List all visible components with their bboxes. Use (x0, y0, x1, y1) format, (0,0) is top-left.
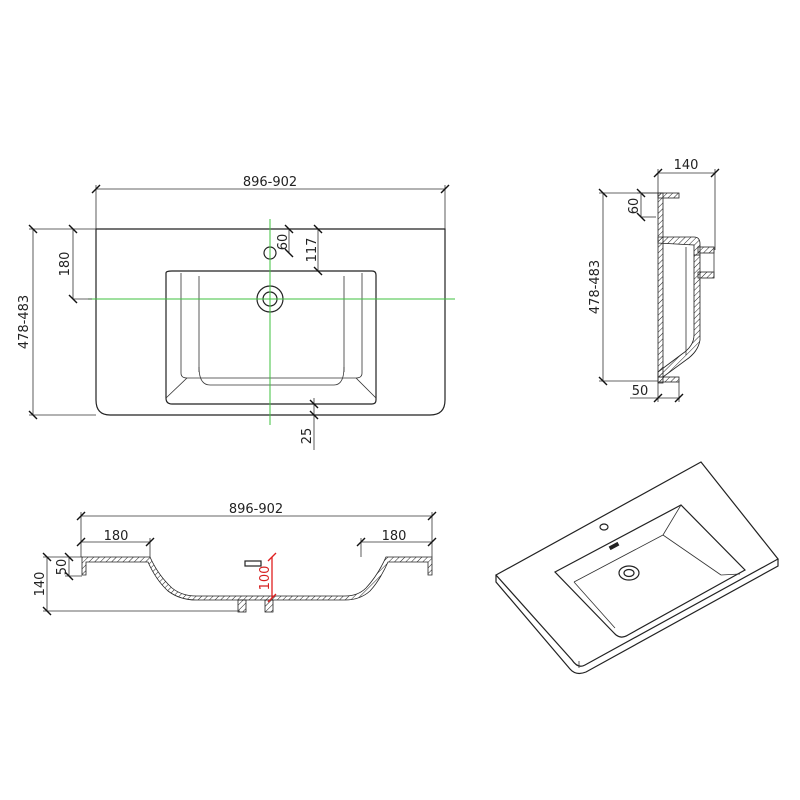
dim-side-overall: 478-483 (588, 188, 658, 386)
label-front-50: 50 (55, 559, 70, 576)
label-depth: 478-483 (17, 295, 32, 349)
dim-front-height: 140 (33, 552, 240, 616)
side-view: 140 60 478-483 50 (588, 158, 720, 403)
dim-front-edge: 50 (55, 552, 82, 581)
iso-bowl (554, 504, 746, 638)
dim-right-shelf: 180 (356, 529, 437, 557)
iso-slab-top (495, 461, 779, 667)
iso-drain-icon (618, 565, 640, 581)
dim-side-lip: 50 (630, 381, 684, 403)
label-width: 896-902 (243, 175, 297, 190)
bowl-wall-section (657, 254, 701, 378)
label-60: 60 (276, 234, 291, 251)
front-section: 896-902 180 180 140 (33, 502, 437, 616)
dim-top-depth: 478-483 (17, 224, 96, 420)
iso-tap-hole-icon (599, 523, 609, 531)
label-100: 100 (258, 566, 273, 591)
dim-bowl-front: 25 (300, 398, 319, 450)
dim-bowl-back: 117 (305, 224, 323, 276)
label-50: 50 (632, 384, 649, 399)
basin-section (81, 556, 433, 601)
bowl-outline (165, 270, 377, 405)
label-140: 140 (674, 158, 699, 173)
label-right-180: 180 (382, 529, 407, 544)
iso-overflow-icon (608, 541, 620, 551)
drain-right-section (264, 599, 274, 613)
dim-side-ledge: 60 (627, 188, 658, 222)
dim-left-shelf: 180 (76, 529, 155, 557)
isometric-view (495, 461, 779, 675)
label-left-180: 180 (104, 529, 129, 544)
dim-drain-offset: 180 (58, 224, 92, 304)
back-wall-section (657, 192, 664, 384)
label-180: 180 (58, 252, 73, 277)
label-front-width: 896-902 (229, 502, 283, 517)
label-25: 25 (300, 428, 315, 445)
overflow-slot (244, 560, 262, 567)
dim-top-width: 896-902 (91, 175, 450, 229)
drain-left-section (237, 599, 247, 613)
label-side-overall: 478-483 (588, 260, 603, 314)
dim-tap-hole: 60 (276, 224, 294, 258)
dim-front-width: 896-902 (76, 502, 437, 557)
countertop-outline (95, 228, 446, 416)
top-view: 896-902 478-483 180 60 (17, 175, 455, 450)
dim-side-depth: 140 (653, 158, 720, 250)
label-side-60: 60 (627, 198, 642, 215)
label-117: 117 (305, 238, 320, 263)
dim-bowl-depth: 100 (258, 552, 277, 603)
label-front-140: 140 (33, 572, 48, 597)
